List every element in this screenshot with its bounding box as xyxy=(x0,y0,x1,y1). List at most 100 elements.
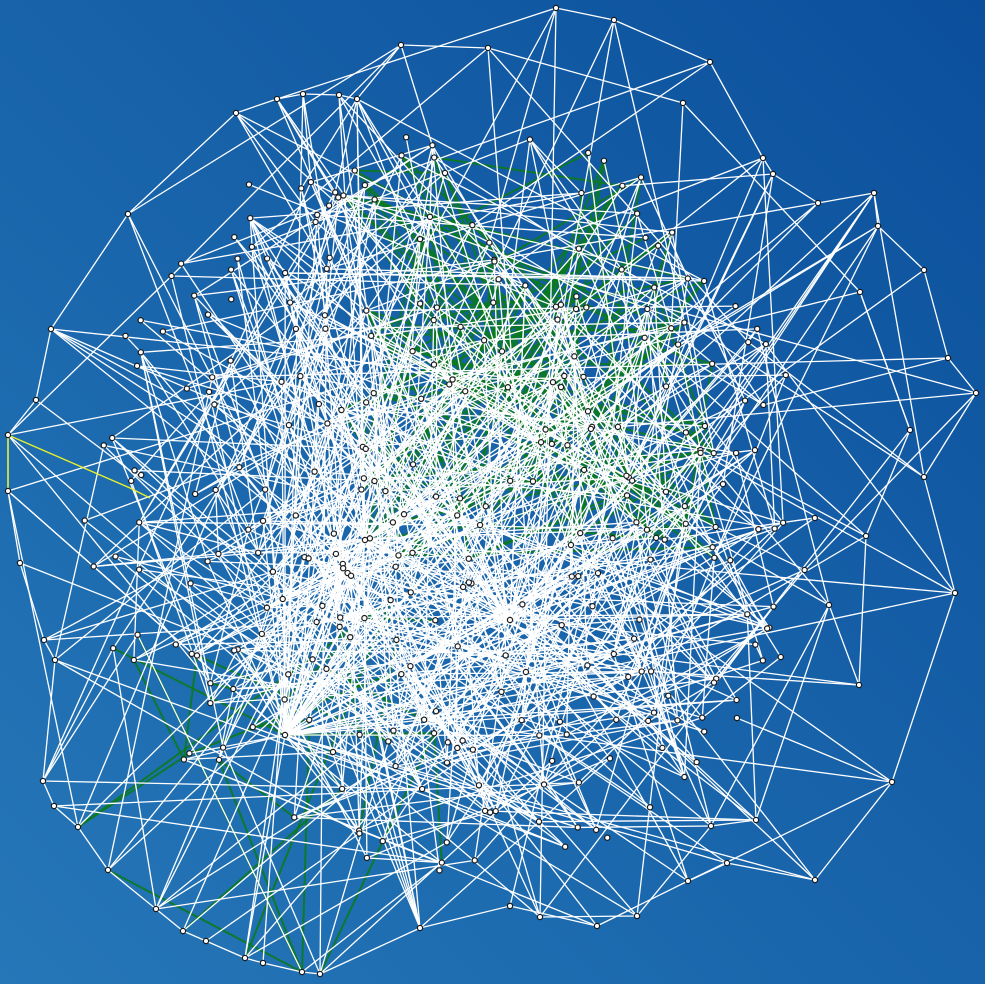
graph-node xyxy=(465,555,472,562)
graph-node xyxy=(429,142,436,149)
graph-node xyxy=(347,572,355,579)
hub-edge xyxy=(509,613,748,621)
graph-node xyxy=(254,549,262,556)
network-edge xyxy=(182,930,207,942)
graph-node xyxy=(363,854,371,862)
graph-node xyxy=(638,668,645,675)
graph-node xyxy=(519,601,526,608)
hub-edge xyxy=(284,528,759,736)
graph-node xyxy=(312,218,319,226)
graph-node xyxy=(315,400,323,408)
graph-node xyxy=(209,374,216,381)
graph-node xyxy=(548,440,556,448)
network-edge xyxy=(237,648,289,675)
graph-node xyxy=(332,189,339,196)
network-edge xyxy=(603,160,687,524)
graph-node xyxy=(874,222,882,230)
graph-node xyxy=(311,468,318,475)
network-edge xyxy=(628,157,764,478)
graph-node xyxy=(338,406,345,414)
graph-node xyxy=(710,449,717,457)
network-edge xyxy=(726,862,816,881)
cluster-edge xyxy=(301,719,311,973)
network-edge xyxy=(621,157,764,270)
network-edge xyxy=(765,343,956,594)
network-edge xyxy=(188,539,366,754)
hub-edge xyxy=(139,568,511,621)
graph-node xyxy=(241,954,249,962)
graph-node xyxy=(814,199,822,207)
graph-node xyxy=(234,255,241,262)
graph-node xyxy=(281,696,288,703)
graph-node xyxy=(245,181,253,188)
network-edge xyxy=(107,869,157,910)
graph-node xyxy=(811,514,819,522)
graph-node xyxy=(177,260,185,267)
network-edge xyxy=(93,552,259,568)
graph-node xyxy=(159,328,167,335)
network-edge xyxy=(735,452,775,607)
graph-node xyxy=(416,924,424,932)
graph-node xyxy=(335,194,342,201)
graph-node xyxy=(314,211,321,219)
graph-node xyxy=(418,785,426,793)
graph-node xyxy=(498,688,505,696)
graph-node xyxy=(109,434,116,442)
cluster-edge xyxy=(107,869,303,973)
hub-edge xyxy=(288,424,366,541)
graph-node xyxy=(285,671,292,678)
network-edge xyxy=(366,857,442,864)
graph-node xyxy=(536,732,543,739)
network-edge xyxy=(392,443,553,731)
graph-node xyxy=(811,876,819,884)
network-edge xyxy=(532,19,615,482)
network-edge xyxy=(613,653,689,882)
graph-node xyxy=(416,300,424,307)
network-edge xyxy=(276,93,304,100)
graph-node xyxy=(183,385,191,392)
graph-node xyxy=(732,449,740,457)
graph-node xyxy=(444,739,452,746)
graph-node xyxy=(231,647,238,654)
graph-node xyxy=(614,423,622,431)
hub-edge xyxy=(213,403,511,621)
graph-node xyxy=(668,325,675,332)
graph-node xyxy=(633,210,641,217)
graph-node xyxy=(407,662,414,670)
graph-node xyxy=(712,523,719,531)
network-edge xyxy=(112,648,157,910)
network-edge xyxy=(136,365,328,425)
network-edge xyxy=(183,758,598,927)
hub-edge xyxy=(364,539,497,812)
graph-node xyxy=(454,744,461,752)
graph-node xyxy=(109,645,117,652)
graph-node xyxy=(518,716,525,724)
network-edge xyxy=(685,343,767,433)
hub-edge xyxy=(284,734,360,831)
graph-node xyxy=(723,859,731,867)
graph-node xyxy=(127,477,135,485)
graph-node xyxy=(606,755,614,762)
graph-node xyxy=(130,656,138,664)
graph-node xyxy=(204,558,211,565)
network-edge xyxy=(213,216,431,405)
graph-node xyxy=(662,383,670,390)
graph-node xyxy=(211,401,218,408)
graph-node xyxy=(273,95,281,103)
graph-node xyxy=(193,652,201,659)
graph-node xyxy=(409,461,417,468)
network-edge xyxy=(424,699,737,721)
graph-node xyxy=(623,472,630,479)
network-edge xyxy=(302,93,312,183)
hub-edge xyxy=(433,319,511,621)
network-edge xyxy=(332,469,585,753)
network-edge xyxy=(712,546,782,658)
network-edge xyxy=(538,452,737,736)
graph-node xyxy=(385,738,392,745)
network-edge xyxy=(340,224,473,411)
graph-node xyxy=(325,202,333,209)
graph-node xyxy=(362,399,370,406)
graph-node xyxy=(645,717,652,725)
graph-node xyxy=(462,388,469,395)
graph-node xyxy=(506,616,514,624)
